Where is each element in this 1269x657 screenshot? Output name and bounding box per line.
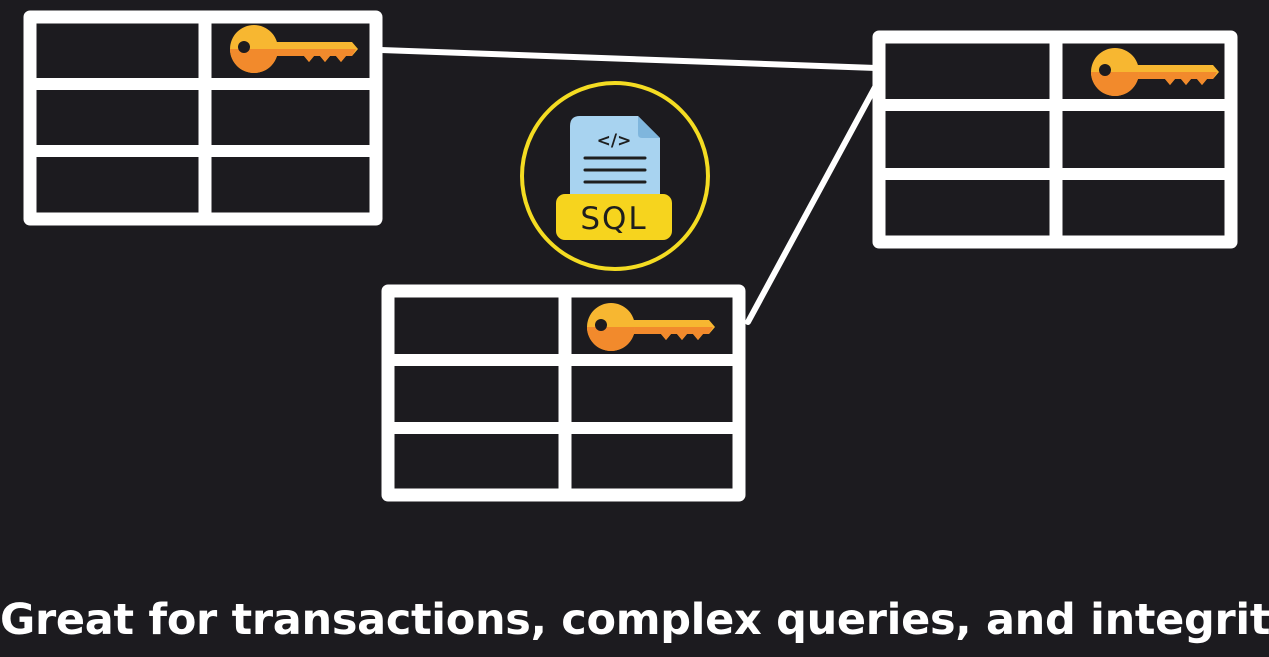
primary-key-icon <box>587 303 715 351</box>
primary-key-icon <box>230 25 358 73</box>
code-glyph: </> <box>597 131 632 151</box>
sql-badge: </> SQL <box>520 81 710 271</box>
caption: Great for transactions, complex queries,… <box>0 595 1269 645</box>
table-top-right <box>872 30 1238 249</box>
primary-key-icon <box>1091 48 1219 96</box>
table-top-left <box>23 10 383 226</box>
sql-label: SQL <box>580 201 647 237</box>
table-bottom-center <box>381 284 746 502</box>
relation-line-top <box>377 47 879 71</box>
relation-line-diagonal <box>745 75 883 325</box>
sql-label-box <box>556 194 672 240</box>
